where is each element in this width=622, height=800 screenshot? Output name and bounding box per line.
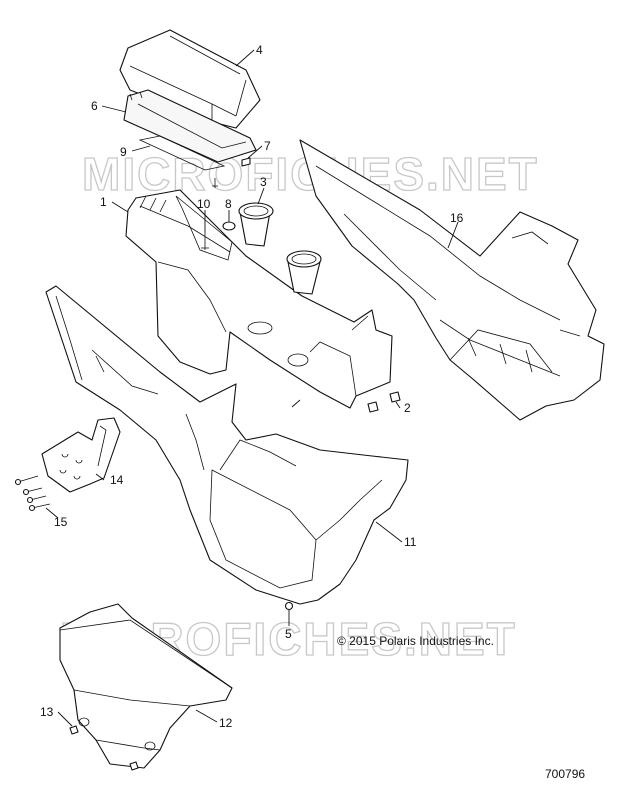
- part-14-bracket[interactable]: [41, 417, 121, 493]
- callout-8: 8: [225, 197, 232, 211]
- callout-16: 16: [450, 211, 464, 225]
- callout-1: 1: [100, 195, 107, 209]
- callout-14: 14: [110, 473, 124, 487]
- callout-6: 6: [91, 99, 98, 113]
- part-2-clip[interactable]: [389, 391, 401, 403]
- part-13-screws[interactable]: [69, 725, 139, 771]
- part-15-bolts[interactable]: [14, 475, 51, 512]
- part-8-grommet[interactable]: [222, 221, 236, 231]
- callout-15: 15: [54, 515, 68, 529]
- leader-2: [395, 401, 401, 409]
- part-11-left-lower-panel[interactable]: [45, 285, 409, 605]
- callout-4: 4: [256, 43, 263, 57]
- callout-10: 10: [197, 197, 211, 211]
- part-6-lid-base[interactable]: [123, 89, 257, 163]
- callout-labels: 4 6 9 7 1 10 8 3 2 16 11 14 15 5 12 13: [40, 43, 464, 730]
- part-3-cup-holder-upper[interactable]: [238, 202, 274, 247]
- part-9-gasket[interactable]: [138, 135, 226, 171]
- callout-11: 11: [404, 535, 417, 549]
- console-screw[interactable]: [367, 401, 379, 413]
- callout-7: 7: [264, 139, 271, 153]
- part-10-pin[interactable]: [201, 232, 209, 250]
- callout-3: 3: [260, 175, 267, 189]
- callout-5: 5: [285, 627, 292, 641]
- callout-13: 13: [40, 705, 54, 719]
- callout-9: 9: [120, 145, 127, 159]
- lid-pin[interactable]: [212, 178, 218, 188]
- document-number: 700796: [545, 767, 586, 781]
- part-7-screw[interactable]: [241, 157, 251, 167]
- part-3-cup-holder-lower[interactable]: [286, 250, 322, 295]
- part-12-skid-plate[interactable]: [59, 603, 233, 769]
- part-4-console-lid[interactable]: [119, 29, 261, 129]
- callout-2: 2: [404, 401, 411, 415]
- part-5-fastener[interactable]: [284, 601, 294, 611]
- copyright-notice: © 2015 Polaris Industries Inc.: [337, 634, 494, 648]
- part-1-center-console[interactable]: [125, 189, 393, 409]
- part-16-right-side-panel[interactable]: [299, 139, 605, 421]
- leader-lines: [45, 49, 459, 727]
- callout-12: 12: [219, 716, 233, 730]
